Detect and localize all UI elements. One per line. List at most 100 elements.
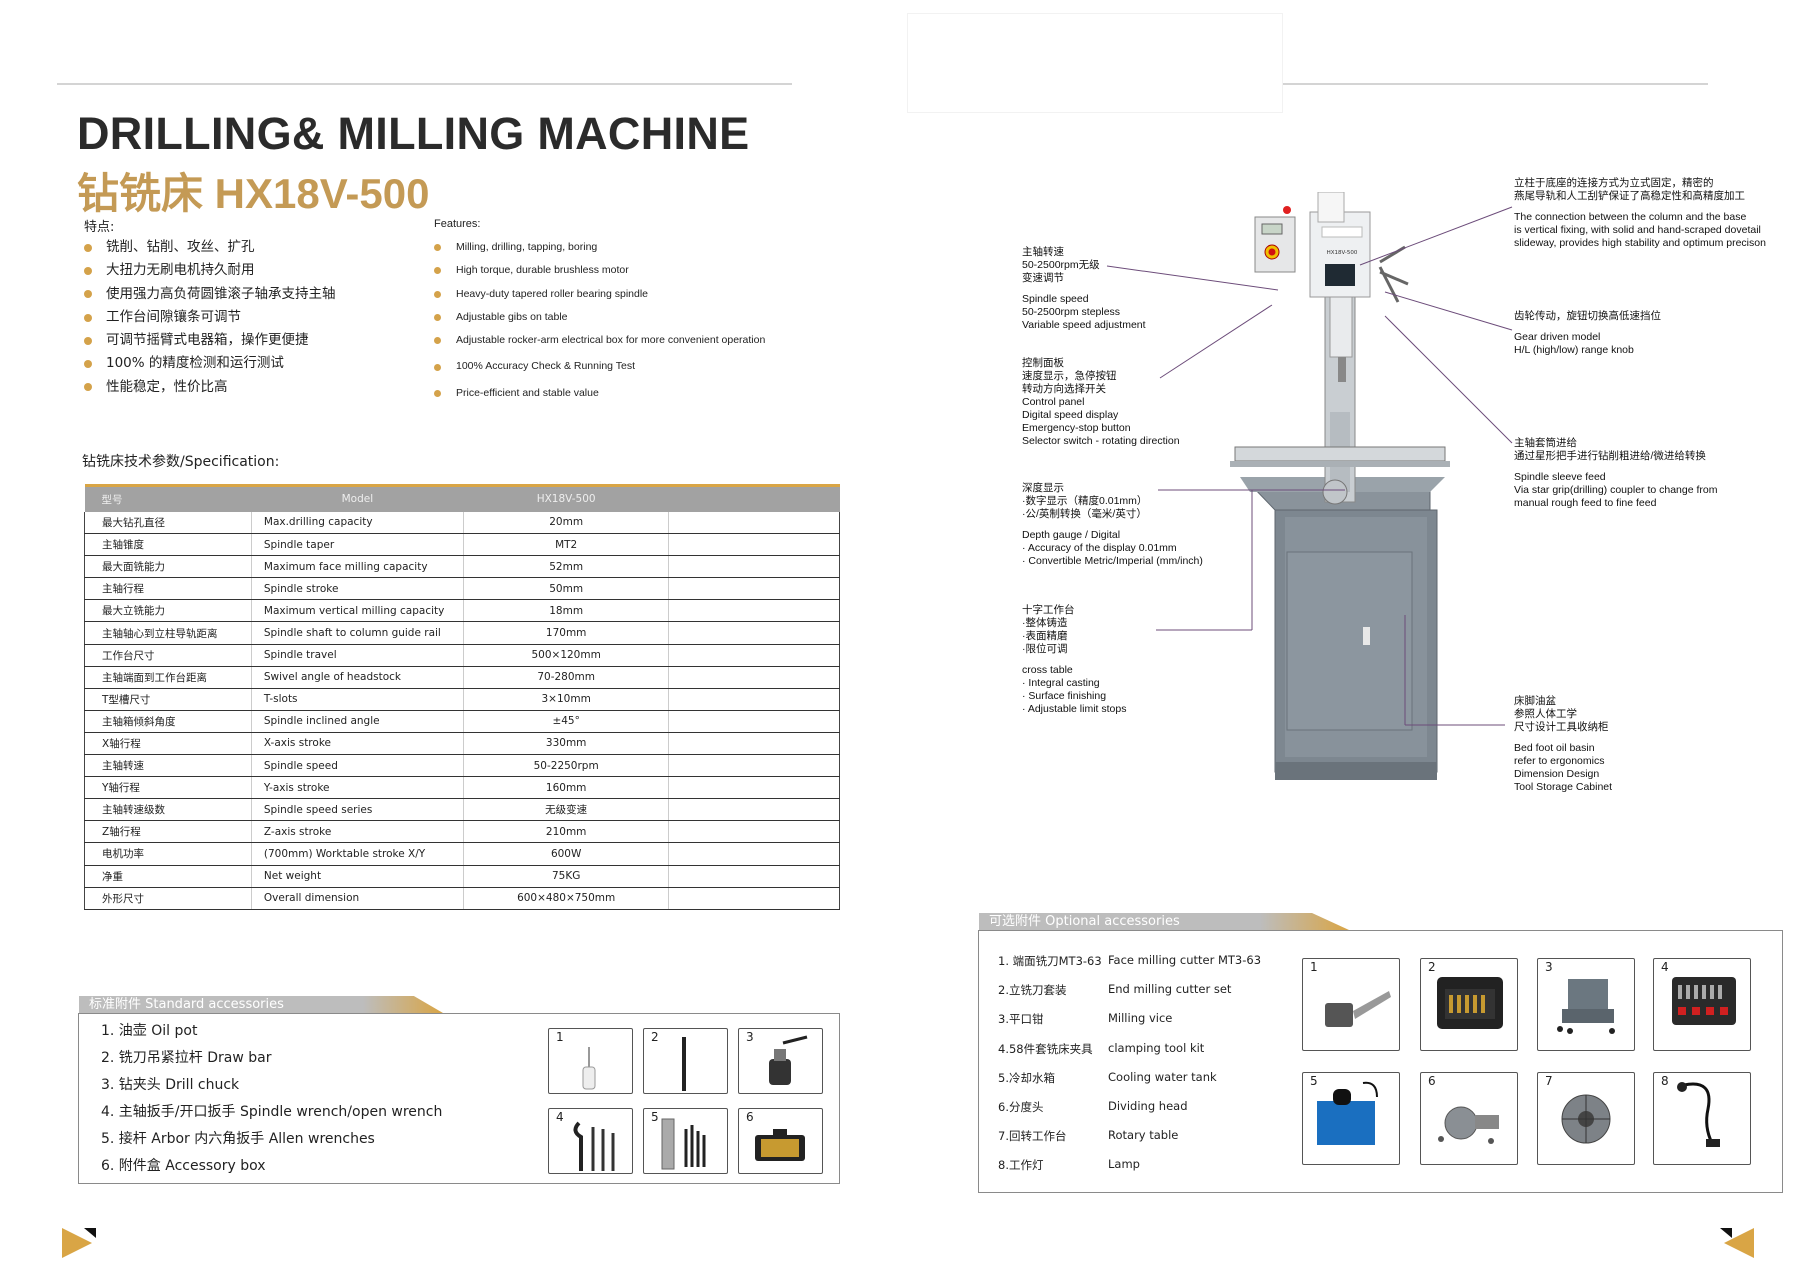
spec-cell: 最大钻孔直径 [84,511,252,535]
optional-acc-en: Rotary table [1108,1128,1179,1143]
spec-cell-empty [668,865,840,888]
spec-cell: 无级变速 [462,798,669,822]
standard-acc-tile: 3 [738,1028,823,1094]
annotation-column: 立柱于底座的连接方式为立式固定，精密的燕尾导轨和人工刮铲保证了高稳定性和高精度加… [1514,177,1766,250]
accessory-image-icon [661,1118,706,1170]
optional-acc-tile: 8 [1653,1072,1751,1165]
spec-cell: 500×120mm [462,644,669,667]
spec-cell-empty [668,798,840,822]
standard-acc-band: 标准附件 Standard accessories [79,996,443,1013]
annotation-line: Depth gauge / Digital [1022,529,1121,541]
spec-cell: 75KG [462,865,669,888]
optional-acc-en: Face milling cutter MT3-63 [1108,953,1262,967]
annotation-line: Gear driven model [1514,331,1601,343]
annotation-line: 转动方向选择开关 [1022,383,1106,395]
spec-cell: Spindle taper [250,533,464,557]
annotation-line: is vertical fixing, with solid and hand-… [1514,224,1761,236]
spec-cell: Maximum vertical milling capacity [250,599,464,623]
annotation-line: 立柱于底座的连接方式为立式固定，精密的 [1514,177,1714,189]
machine-model-label: HX18V-500 [1327,250,1358,256]
annotation-line: ·表面精磨 [1022,630,1068,642]
spec-cell: Y-axis stroke [250,776,464,800]
annotation-line: The connection between the column and th… [1514,211,1747,223]
spec-cell: MT2 [462,533,669,557]
spec-cell: (700mm) Worktable stroke X/Y [250,842,464,866]
optional-acc-band: 可选附件 Optional accessories [979,913,1349,930]
spec-cell: Spindle speed series [250,798,464,822]
accessory-image-icon [582,1047,596,1090]
annotation-line [1514,463,1717,471]
spec-cell-empty [668,644,840,667]
annotation-line: ·数字显示（精度0.01mm） [1022,495,1148,507]
annotation-line: 主轴转速 [1022,246,1064,258]
spec-cell: 电机功率 [84,842,252,866]
accessory-image-icon [682,1037,686,1091]
optional-acc-tile: 2 [1420,958,1518,1051]
annotation-line [1022,285,1146,293]
spec-cell: Maximum face milling capacity [250,555,464,579]
optional-acc-cn: 3.平口钳 [998,1012,1044,1027]
optional-acc-en: Dividing head [1108,1099,1188,1113]
annotation-line: 速度显示，急停按钮 [1022,370,1117,382]
tile-number: 3 [1545,960,1553,974]
annotation-line: 十字工作台 [1022,604,1075,616]
feature-cn-item: 性能稳定，性价比高 [84,376,336,399]
tile-number: 2 [1428,960,1436,974]
spec-cell: Y轴行程 [84,776,252,800]
optional-acc-cn: 5.冷却水箱 [998,1070,1055,1085]
optional-acc-tile: 4 [1653,958,1751,1051]
spec-cell-empty [668,555,840,579]
tile-number: 2 [651,1030,659,1044]
spec-cell-empty [668,710,840,733]
spec-cell: 170mm [462,621,669,645]
spec-cell-empty [668,599,840,623]
feature-en-item: Adjustable rocker-arm electrical box for… [434,329,765,352]
annotation-line: Tool Storage Cabinet [1514,781,1613,793]
spec-header-cell [668,484,840,512]
annotation-line: 尺寸设计工具收纳柜 [1514,721,1609,733]
spec-cell: Z轴行程 [84,820,252,844]
annotation-line: cross table [1022,664,1073,676]
optional-acc-cn: 7.回转工作台 [998,1129,1067,1144]
annotation-line: Via star grip(drilling) coupler to chang… [1514,484,1718,496]
optional-acc-en: clamping tool kit [1108,1040,1205,1055]
prev-page-arrow-icon[interactable] [62,1226,96,1260]
features-en-heading: Features: [434,218,481,230]
features-cn-list: 铣削、钻削、攻丝、扩孔大扭力无刷电机持久耐用使用强力高负荷圆锥滚子轴承支持主轴工… [84,236,336,399]
standard-acc-tile: 1 [548,1028,633,1094]
annotation-line: refer to ergonomics [1514,755,1605,767]
spec-cell: ±45° [462,710,669,733]
annotation-line: · Convertible Metric/Imperial (mm/inch) [1022,555,1203,567]
spec-cell: 主轴端面到工作台距离 [84,666,252,689]
spec-cell: 600W [462,842,669,866]
spec-cell-empty [668,776,840,800]
spec-cell-empty [668,688,840,711]
spec-cell: Spindle shaft to column guide rail [250,621,464,645]
spec-cell-empty [668,887,840,910]
spec-cell: 主轴转速 [84,754,252,778]
optional-acc-box [978,930,1783,1193]
spec-cell: 主轴锥度 [84,533,252,557]
spec-cell: 主轴行程 [84,577,252,601]
optional-acc-en: Cooling water tank [1108,1069,1217,1084]
accessory-image-icon [573,1121,615,1171]
annotation-line: 齿轮传动，旋钮切换高低速挡位 [1514,310,1661,322]
feature-cn-item: 100% 的精度检测和运行测试 [84,352,336,375]
annotation-line: Emergency-stop button [1022,422,1131,434]
standard-acc-tile: 6 [738,1108,823,1174]
accessory-image-icon [769,1035,808,1085]
tile-number: 6 [1428,1074,1436,1088]
feature-cn-item: 工作台间隙镶条可调节 [84,306,336,329]
next-page-arrow-icon[interactable] [1720,1226,1754,1260]
